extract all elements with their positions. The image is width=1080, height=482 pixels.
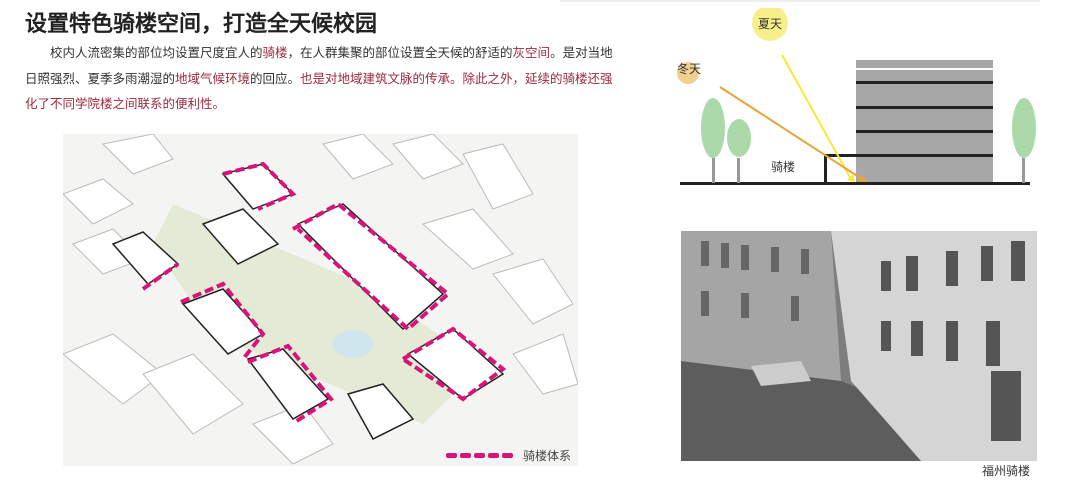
text: ，在人群集聚的部位设置全天候的舒适的 [287, 45, 513, 60]
arcade-label: 骑楼 [771, 160, 796, 174]
photo-caption: 福州骑楼 [982, 464, 1031, 478]
arcade-street-photo [681, 231, 1037, 461]
sun-angle-section-diagram: 夏天 冬天 骑楼 [675, 5, 1045, 193]
summer-label: 夏天 [758, 17, 783, 31]
text: 校内人流密集的部位均设置尺度宜人的 [50, 45, 263, 60]
text: 。是对当地日照强烈、夏季多雨潮湿的 [25, 45, 613, 86]
text: 的回应。 [250, 70, 301, 86]
dashed-line-icon [446, 453, 513, 458]
highlight: 灰空间 [512, 45, 551, 60]
highlight: 地域气候环境 [175, 70, 251, 86]
body-paragraph: 校内人流密集的部位均设置尺度宜人的骑楼，在人群集聚的部位设置全天候的舒适的灰空间… [25, 40, 615, 117]
top-rule [560, 0, 1040, 2]
winter-sun-icon [677, 62, 699, 84]
summer-sun-icon [752, 5, 788, 41]
campus-axonometric-map [62, 133, 579, 466]
highlight: 也是对地域建筑文脉的传承。除此之外，延续的骑楼还强化了不同学院楼之间联系的便利性… [25, 70, 613, 112]
map-legend: 骑楼体系 [446, 447, 571, 464]
page-title: 设置特色骑楼空间，打造全天候校园 [25, 11, 378, 37]
legend-label: 骑楼体系 [523, 449, 572, 463]
winter-label: 冬天 [677, 62, 702, 76]
highlight: 骑楼 [262, 45, 288, 60]
